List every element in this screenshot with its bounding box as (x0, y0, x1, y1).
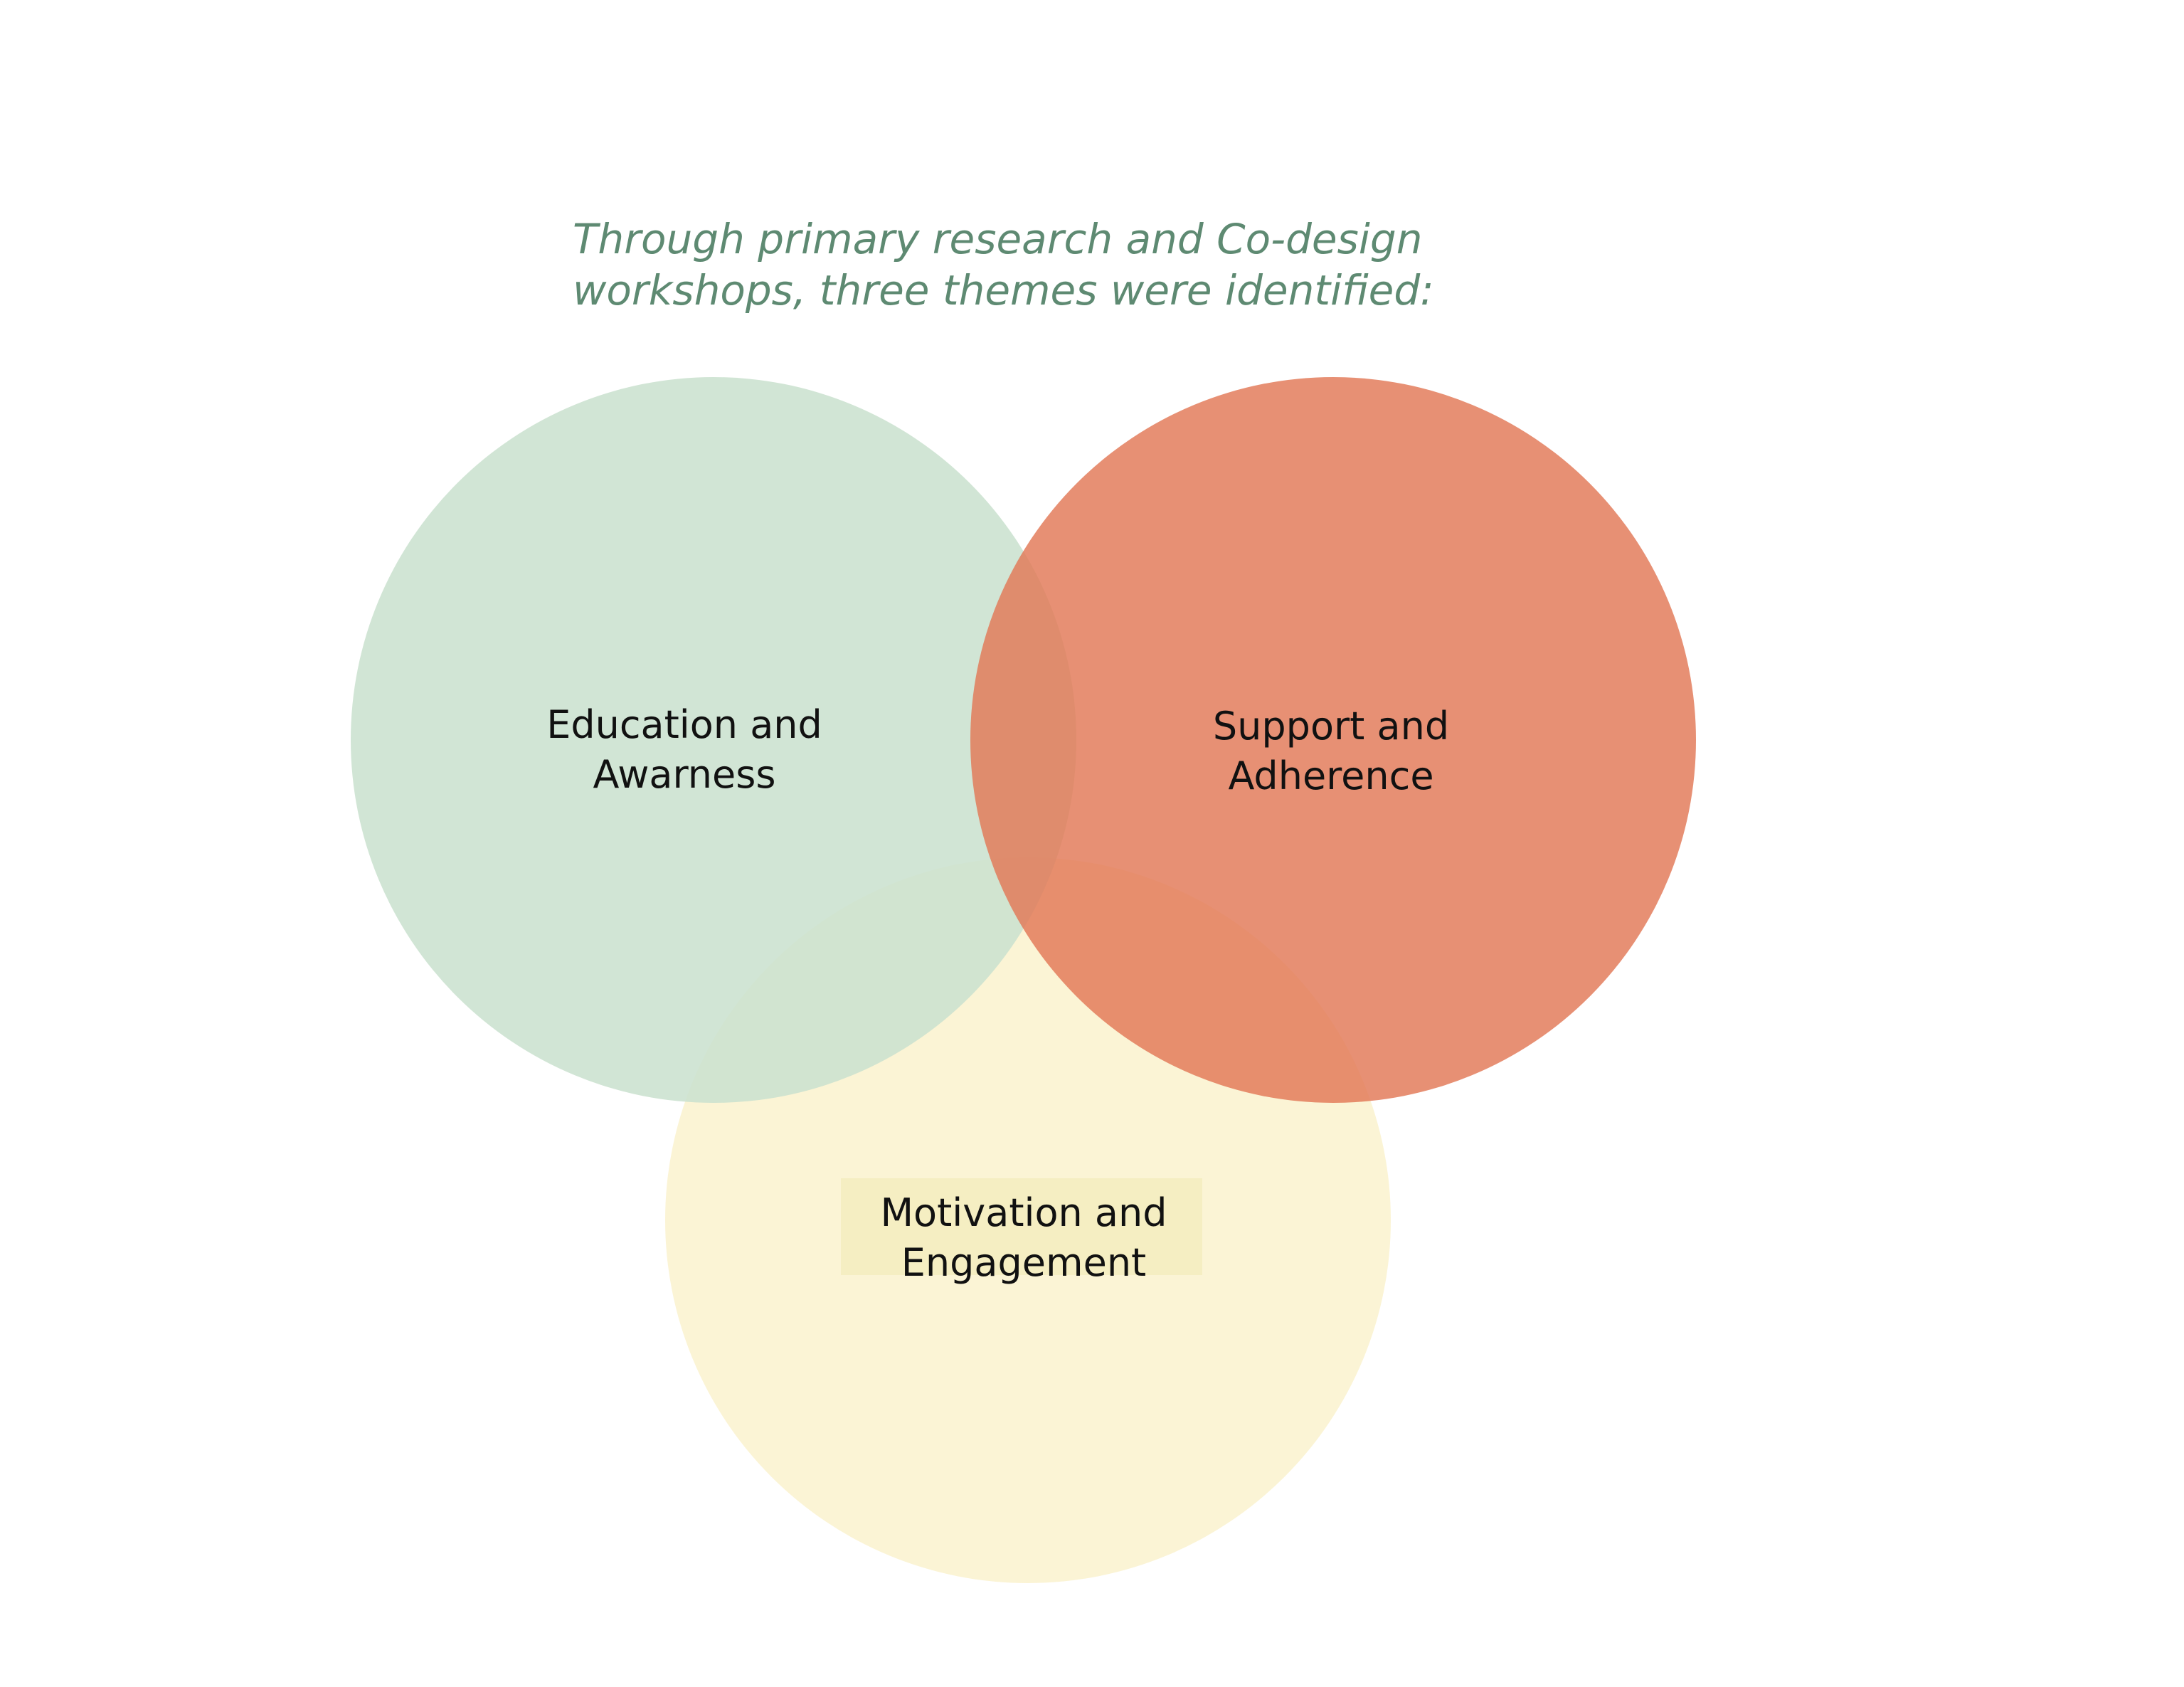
intro-heading: Through primary research and Co-design w… (573, 213, 1569, 316)
circle-support (970, 377, 1696, 1103)
intro-line-1: Through primary research and Co-design (573, 215, 1423, 263)
circle-education (351, 377, 1076, 1103)
label-support-line-1: Support and (1212, 704, 1450, 749)
label-motivation: Motivation and Engagement (880, 1188, 1167, 1288)
label-education: Education and Awarness (546, 700, 822, 800)
intro-line-2: workshops, three themes were identified: (573, 266, 1434, 314)
label-education-line-2: Awarness (593, 752, 776, 797)
motivation-label-background (841, 1178, 1202, 1275)
label-support: Support and Adherence (1213, 702, 1449, 801)
label-education-line-1: Education and (546, 702, 822, 747)
label-motivation-line-1: Motivation and (880, 1190, 1167, 1235)
label-support-line-2: Adherence (1228, 753, 1434, 798)
label-motivation-line-2: Engagement (901, 1240, 1147, 1285)
